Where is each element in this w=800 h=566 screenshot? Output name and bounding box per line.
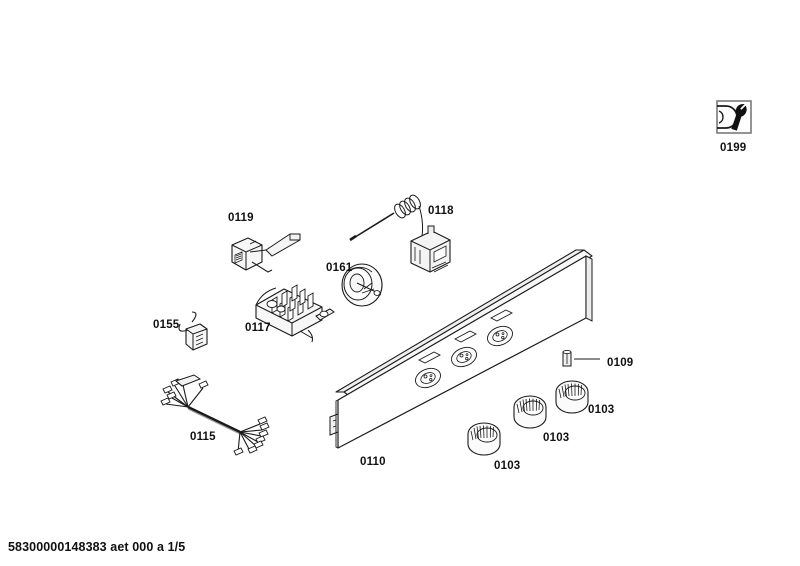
- part-control-knob-left: [467, 422, 501, 456]
- drawing-footer-code: 58300000148383 aet 000 a 1/5: [8, 540, 186, 554]
- part-label-0118: 0118: [428, 205, 454, 217]
- part-control-panel-fascia: [329, 249, 593, 449]
- part-label-0117: 0117: [245, 322, 271, 334]
- part-label-0103-left: 0103: [494, 460, 521, 472]
- part-label-0103-middle: 0103: [543, 432, 570, 444]
- part-connector-clip: [178, 311, 208, 351]
- part-thermostat-capillary: [349, 194, 451, 273]
- part-rotary-disc-component: [341, 263, 383, 307]
- part-label-0109: 0109: [607, 357, 634, 369]
- part-label-0161: 0161: [326, 262, 353, 274]
- part-control-knob-middle: [513, 395, 547, 429]
- part-label-0119: 0119: [228, 212, 254, 224]
- service-tool-icon: [716, 100, 752, 134]
- part-terminal-block: [255, 284, 335, 343]
- part-control-knob-right: [555, 380, 589, 414]
- part-bushing-plug: [562, 349, 600, 367]
- part-wiring-harness: [160, 374, 270, 456]
- part-door-switch-assembly: [231, 233, 301, 273]
- part-label-0115: 0115: [190, 431, 216, 443]
- part-label-0103-right: 0103: [588, 404, 615, 416]
- part-label-0155: 0155: [153, 319, 180, 331]
- part-label-0199: 0199: [720, 142, 747, 154]
- part-label-0110: 0110: [360, 456, 386, 468]
